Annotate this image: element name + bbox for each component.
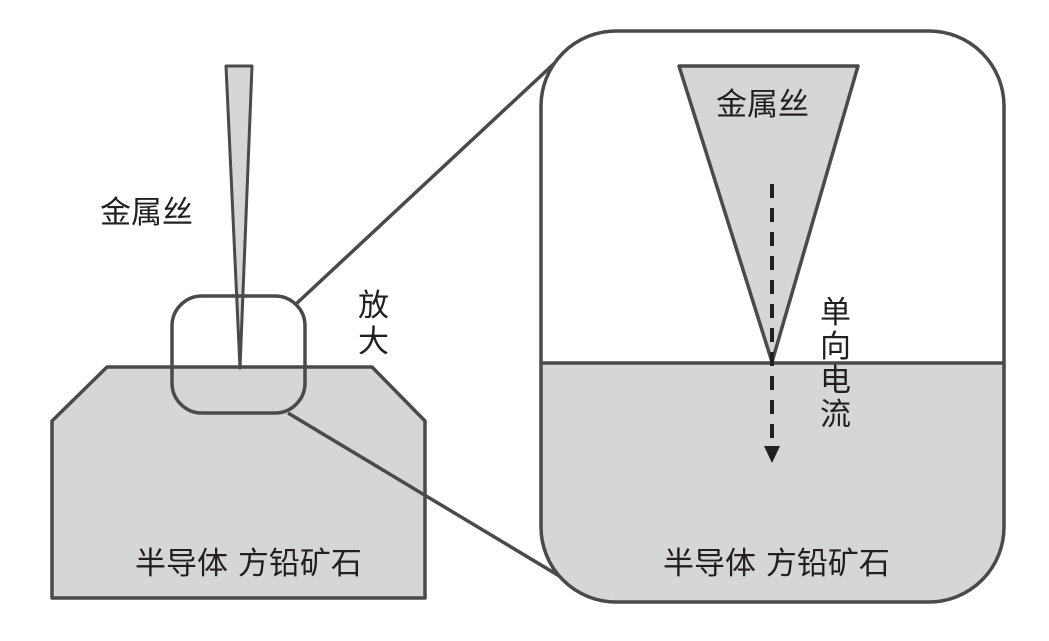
metal-wire-label-right: 金属丝	[716, 87, 809, 123]
magnify-region-box	[170, 294, 307, 415]
zoom-connector-bottom	[287, 411, 572, 585]
magnify-label: 放大	[358, 288, 389, 360]
unidirectional-current-label: 单向电流	[820, 295, 851, 433]
semiconductor-label-right: 半导体 方铅矿石	[663, 546, 890, 582]
current-arrow-head	[764, 446, 780, 463]
zoom-panel-border	[539, 29, 1006, 604]
metal-wire-label-left: 金属丝	[100, 195, 193, 231]
semiconductor-crystal-left	[50, 365, 427, 600]
metal-wire-zoomed	[677, 64, 860, 364]
metal-wire-left	[224, 64, 254, 370]
semiconductor-label-left: 半导体 方铅矿石	[135, 546, 362, 582]
zoom-connector-top	[294, 56, 562, 306]
